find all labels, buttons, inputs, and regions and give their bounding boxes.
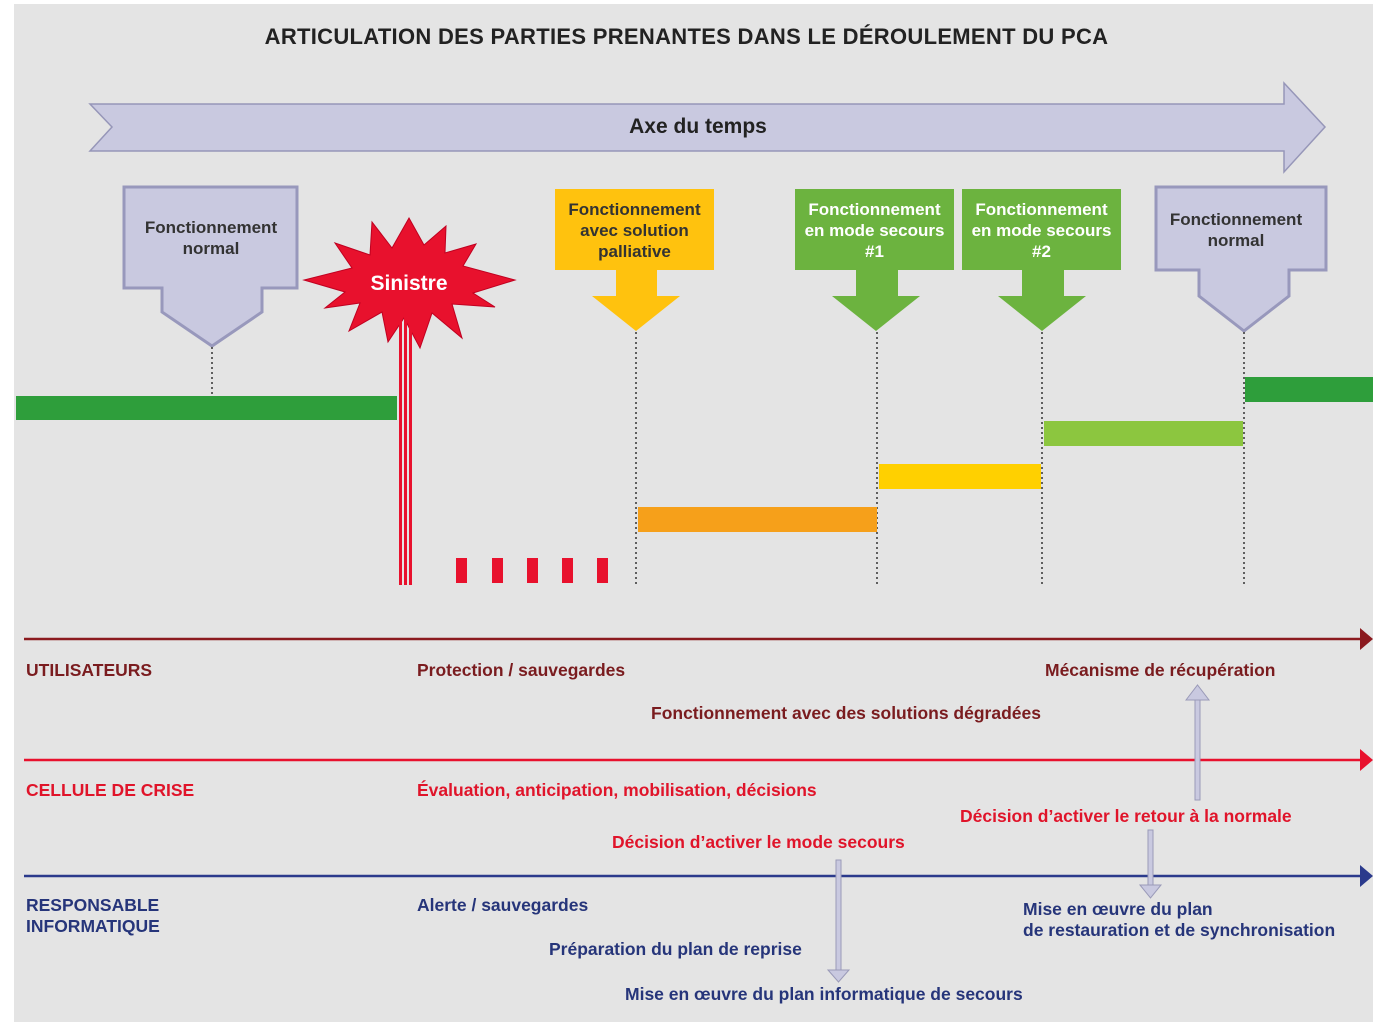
level-secours-1-bar: [879, 464, 1041, 489]
phase-drop-lines: [211, 332, 1245, 587]
informatique-alerte: Alerte / sauvegardes: [417, 895, 589, 915]
lane-informatique-name-1: RESPONSABLE: [26, 895, 160, 915]
lane-line-informatique: [24, 865, 1373, 887]
diagram-title: ARTICULATION DES PARTIES PRENANTES DANS …: [264, 24, 1109, 49]
cellule-evaluation: Évaluation, anticipation, mobilisation, …: [417, 780, 817, 800]
utilisateurs-protection: Protection / sauvegardes: [417, 660, 626, 680]
cellule-mode-secours: Décision d’activer le mode secours: [612, 832, 905, 852]
phase-secours-1-callout: [795, 189, 954, 331]
phase-normal-2-label: Fonctionnement normal: [1169, 210, 1303, 250]
connector-arrows: [826, 684, 1211, 983]
phase-normal-2-callout: [1154, 185, 1328, 333]
outage-dashes: [456, 558, 608, 583]
phase-normal-1-callout: [122, 185, 299, 348]
phase-palliative-label: Fonctionnement avec solution palliative: [568, 200, 701, 261]
level-palliative-bar: [638, 507, 877, 532]
lane-informatique-name-2: INFORMATIQUE: [26, 916, 160, 936]
phase-secours-2-callout: [962, 189, 1121, 331]
level-normal-bar: [16, 396, 397, 420]
phase-secours-2-label: Fonctionnement en mode secours #2: [971, 200, 1112, 261]
phase-normal-1-label: Fonctionnement normal: [144, 218, 278, 258]
lane-line-utilisateurs: [24, 628, 1373, 650]
phase-secours-1-label: Fonctionnement en mode secours #1: [804, 200, 945, 261]
sinistre-pillar: [399, 300, 412, 585]
sinistre-label: Sinistre: [370, 272, 448, 295]
phase-palliative-callout: [555, 189, 714, 331]
utilisateurs-degradees: Fonctionnement avec des solutions dégrad…: [651, 703, 1041, 723]
lane-utilisateurs-name: UTILISATEURS: [26, 660, 153, 680]
time-axis-label: Axe du temps: [629, 115, 767, 138]
informatique-plan-line2: de restauration et de synchronisation: [1023, 920, 1336, 940]
time-axis-arrow: [88, 81, 1327, 174]
cellule-retour-normale: Décision d’activer le retour à la normal…: [960, 806, 1292, 826]
lane-cellule-name: CELLULE DE CRISE: [26, 780, 195, 800]
level-normal-restored-bar: [1245, 377, 1373, 402]
informatique-secours: Mise en œuvre du plan informatique de se…: [625, 984, 1023, 1004]
informatique-plan-line1: Mise en œuvre du plan: [1023, 899, 1213, 919]
utilisateurs-recuperation: Mécanisme de récupération: [1045, 660, 1276, 680]
level-secours-2-bar: [1044, 421, 1243, 446]
informatique-preparation: Préparation du plan de reprise: [549, 939, 802, 959]
lane-line-cellule: [24, 749, 1373, 771]
